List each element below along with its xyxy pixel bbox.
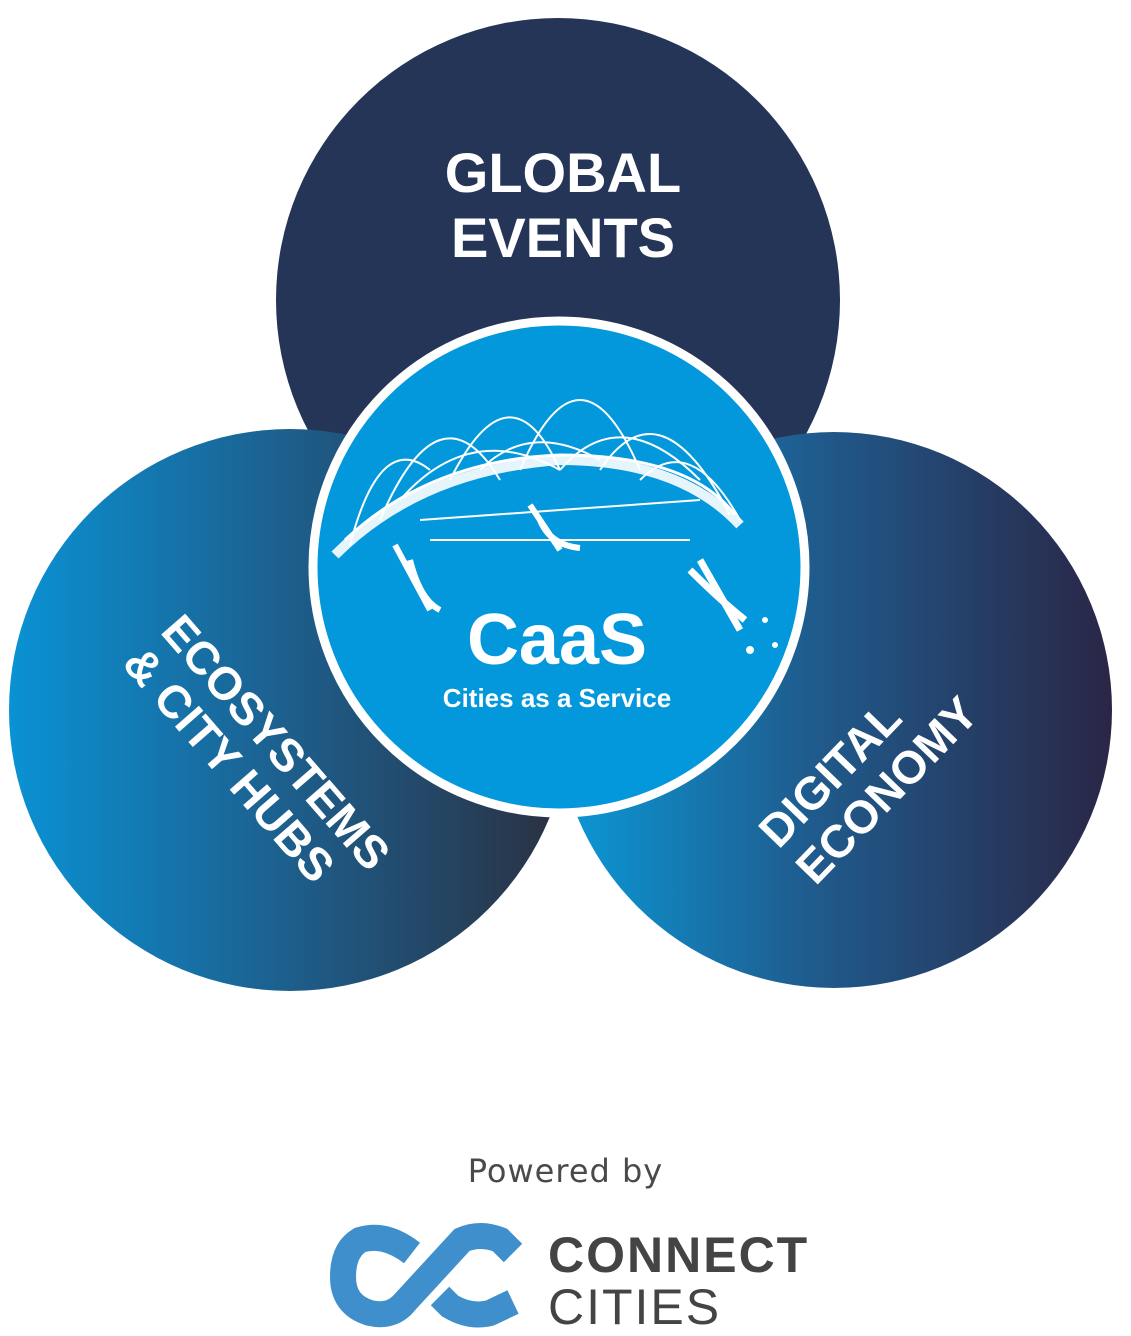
caas-circle [308,316,810,818]
globe-network-icon [331,399,778,654]
caas-subtitle: Cities as a Service [443,683,671,713]
connect-cities-logo-icon [329,1223,523,1328]
brand-cities: CITIES [548,1279,721,1335]
caas-title: CaaS [467,600,647,680]
global-events-label-1: GLOBAL [445,141,681,204]
global-events-label-2: EVENTS [451,206,675,269]
brand-connect: CONNECT [548,1227,809,1283]
powered-by-label: Powered by [467,1152,664,1190]
